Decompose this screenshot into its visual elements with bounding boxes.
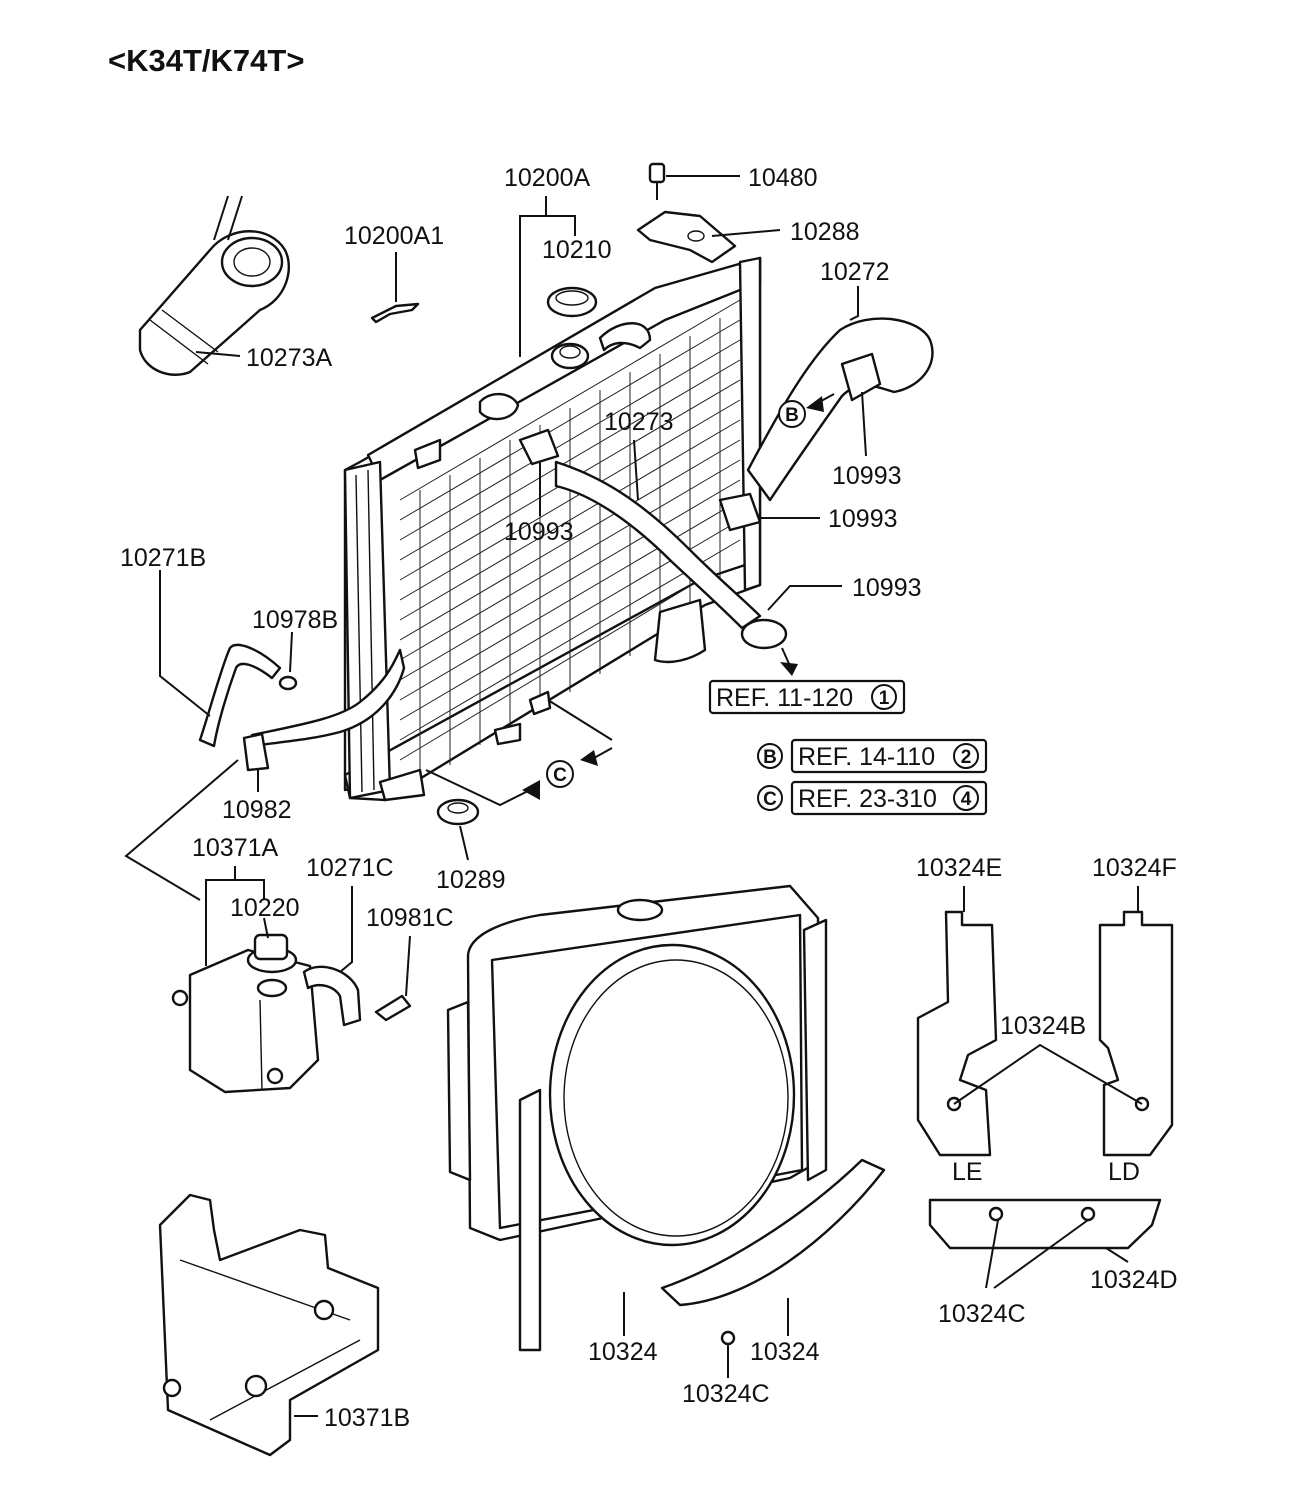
label-LE: LE <box>952 1158 983 1186</box>
label-10220: 10220 <box>230 894 300 922</box>
reference-ref-11-120: REF. 11-120 1 <box>708 679 906 715</box>
clamp-10993-b <box>518 428 560 466</box>
bracket-10324E <box>916 910 998 1157</box>
clamp-10993-a <box>718 492 762 532</box>
radiator-drawing <box>343 256 762 802</box>
label-10200A1: 10200A1 <box>344 222 444 250</box>
shroud-lower-10324 <box>660 1158 886 1307</box>
bracket-10371B <box>158 1193 380 1457</box>
label-10324-left: 10324 <box>588 1338 658 1366</box>
hose-10271C <box>302 965 362 1027</box>
label-10200A: 10200A <box>504 164 591 192</box>
hose-10273A <box>138 195 290 376</box>
label-10289: 10289 <box>436 866 506 894</box>
upper-hose-10272 <box>746 317 934 502</box>
label-10288: 10288 <box>790 218 860 246</box>
reservoir-tank-10371A <box>171 933 320 1094</box>
svg-text:REF. 14-110: REF. 14-110 <box>798 743 935 771</box>
label-LD: LD <box>1108 1158 1140 1186</box>
label-10371A: 10371A <box>192 834 279 862</box>
bracket-10324D <box>928 1198 1162 1250</box>
label-10993-left: 10993 <box>504 518 574 546</box>
diagram-title: <K34T/K74T> <box>108 43 304 78</box>
label-10371B: 10371B <box>324 1404 410 1432</box>
label-10993-lower: 10993 <box>852 574 922 602</box>
flow-arrows <box>522 393 835 800</box>
label-10993-mid: 10993 <box>828 505 898 533</box>
clamp-10993-d <box>740 618 788 650</box>
label-10271B: 10271B <box>120 544 206 572</box>
part-labels: 10200A 10480 10288 10200A1 10210 10272 1… <box>120 164 1178 1432</box>
label-10324-right: 10324 <box>750 1338 820 1366</box>
svg-text:C: C <box>553 765 567 786</box>
label-10273: 10273 <box>604 408 674 436</box>
svg-text:B: B <box>763 747 777 768</box>
svg-text:REF. 11-120: REF. 11-120 <box>716 684 853 712</box>
label-10272: 10272 <box>820 258 890 286</box>
svg-text:REF. 23-310: REF. 23-310 <box>798 785 937 813</box>
reference-ref-14-110: B REF. 14-110 2 <box>757 738 988 774</box>
clip-10200A1 <box>370 302 420 324</box>
hole-10324C-b <box>1080 1206 1096 1222</box>
bracket-10324F <box>1098 910 1174 1157</box>
label-10210: 10210 <box>542 236 612 264</box>
label-10324C-right: 10324C <box>938 1300 1026 1328</box>
radiator-cap <box>546 286 598 318</box>
grommet-10289 <box>436 798 480 826</box>
label-10981C: 10981C <box>366 904 454 932</box>
label-10271C: 10271C <box>306 854 394 882</box>
svg-text:2: 2 <box>961 747 972 768</box>
leader-lines <box>124 175 1143 1417</box>
label-10324F: 10324F <box>1092 854 1177 882</box>
label-10982: 10982 <box>222 796 292 824</box>
label-10324E: 10324E <box>916 854 1002 882</box>
connector-10981C <box>374 994 412 1022</box>
callout-c: C <box>546 760 574 788</box>
label-10273A: 10273A <box>246 344 333 372</box>
label-10978B: 10978B <box>252 606 338 634</box>
svg-text:B: B <box>785 405 799 426</box>
label-10324B: 10324B <box>1000 1012 1086 1040</box>
overflow-hose-10271B <box>198 643 406 772</box>
label-10324D: 10324D <box>1090 1266 1178 1294</box>
bolt-10324C <box>720 1330 736 1346</box>
svg-text:C: C <box>763 789 777 810</box>
label-10480: 10480 <box>748 164 818 192</box>
reference-ref-23-310: C REF. 23-310 4 <box>757 780 988 816</box>
svg-text:4: 4 <box>961 789 972 810</box>
bolt-10480 <box>648 162 666 200</box>
bracket-10288 <box>636 210 737 264</box>
callout-b: B <box>778 400 806 428</box>
fan-shroud-10324 <box>446 884 828 1352</box>
svg-text:1: 1 <box>879 688 890 709</box>
label-10324C-bottom: 10324C <box>682 1380 770 1408</box>
hole-10324C-a <box>988 1206 1004 1222</box>
label-10993-upper: 10993 <box>832 462 902 490</box>
